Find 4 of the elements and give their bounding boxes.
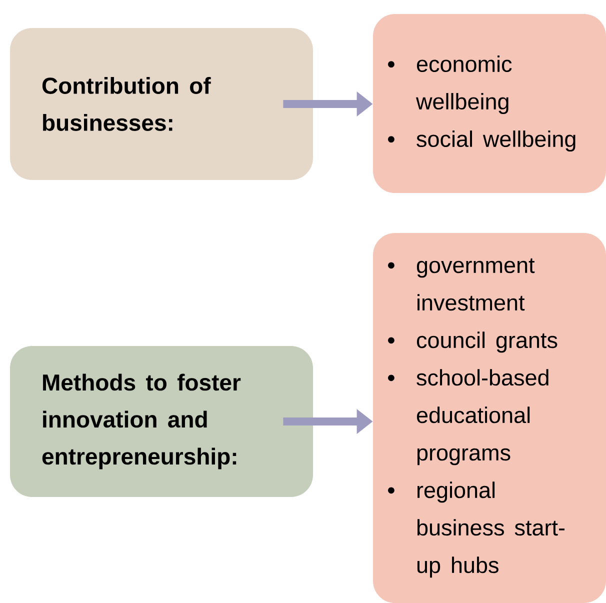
heading-box: Contribution of businesses: <box>10 28 313 180</box>
bullet-list-box: economic wellbeing social wellbeing <box>373 14 606 193</box>
bullet-list-box: government investment council grants school-based educational programs regional business start-up hubs <box>373 233 606 603</box>
heading-box: Methods to foster innovation and entrepreneurship: <box>10 346 313 497</box>
